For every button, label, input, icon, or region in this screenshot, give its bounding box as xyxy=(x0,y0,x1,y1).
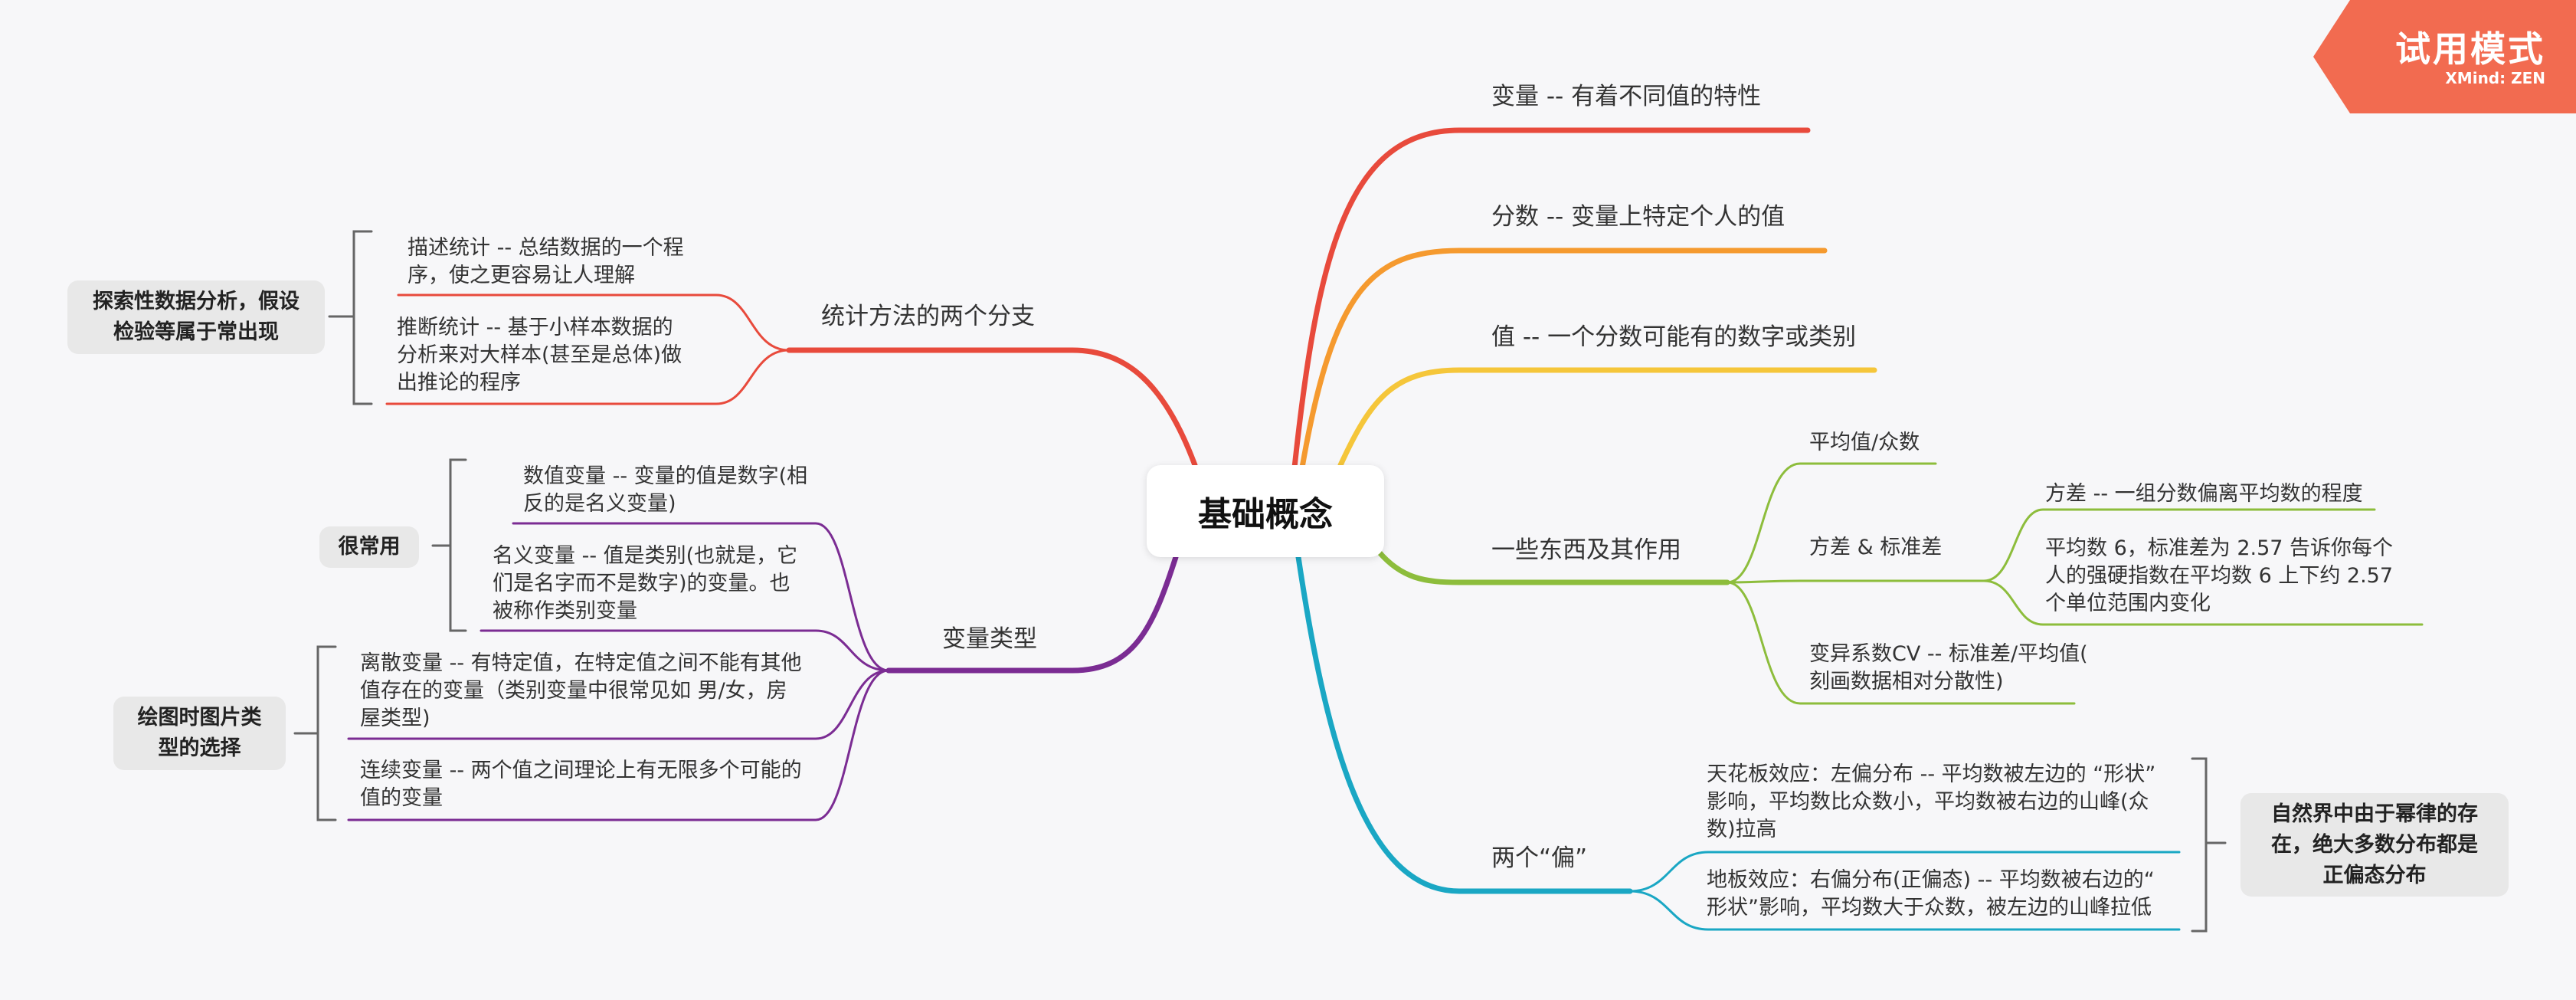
text-line: 值存在的变量（类别变量中很常见如 男/女，房 xyxy=(360,679,787,703)
text-line: 数值变量 -- 变量的值是数字(相 xyxy=(523,464,808,488)
topic-score[interactable]: 分数 -- 变量上特定个人的值 xyxy=(1491,203,1786,231)
text-line: 平均数 6，标准差为 2.57 告诉你每个 xyxy=(2045,536,2394,560)
text-line: 值的变量 xyxy=(360,786,443,810)
skew-bracket xyxy=(2191,757,2227,933)
link-some-things xyxy=(1376,549,1730,585)
text-line: 人的强硬指数在平均数 6 上下约 2.57 xyxy=(2045,564,2394,588)
plot-bracket xyxy=(293,645,337,821)
text-line: 被称作类别变量 xyxy=(493,599,637,623)
text-line: 离散变量 -- 有特定值，在特定值之间不能有其他 xyxy=(360,651,802,675)
link-variable-types xyxy=(885,554,1179,674)
text-line: 个单位范围内变化 xyxy=(2045,592,2211,615)
note-text: 自然界中由于幂律的存 在，绝大多数分布都是 正偏态分布 xyxy=(2271,802,2478,887)
text-line: 屋类型) xyxy=(360,707,430,730)
text-line: 们是名字而不是数字)的变量。也 xyxy=(493,572,790,595)
note-text: 绘图时图片类 型的选择 xyxy=(137,706,262,760)
text-line: 天花板效应：左偏分布 -- 平均数被左边的 “形状” xyxy=(1707,762,2156,786)
text-line: 刻画数据相对分散性) xyxy=(1809,670,2004,693)
note-text: 探索性数据分析，假设 检验等属于常出现 xyxy=(93,290,299,344)
stats-bracket xyxy=(328,230,373,405)
subtopic-variance-def[interactable]: 方差 -- 一组分数偏离平均数的程度 xyxy=(2045,482,2363,506)
common-bracket xyxy=(431,458,467,632)
note-exploratory[interactable]: 探索性数据分析，假设 检验等属于常出现 xyxy=(67,280,325,354)
note-positive-skew[interactable]: 自然界中由于幂律的存 在，绝大多数分布都是 正偏态分布 xyxy=(2240,793,2509,897)
text-line: 出推论的程序 xyxy=(397,371,521,395)
text-line: 数)拉高 xyxy=(1707,818,1777,841)
text-line: 地板效应：右偏分布(正偏态) -- 平均数被右边的“ xyxy=(1707,868,2155,892)
link-value xyxy=(1337,367,1877,468)
topic-value[interactable]: 值 -- 一个分数可能有的数字或类别 xyxy=(1491,323,1857,351)
topic-stats-methods[interactable]: 统计方法的两个分支 xyxy=(821,303,1035,330)
text-line: 连续变量 -- 两个值之间理论上有无限多个可能的 xyxy=(360,759,802,782)
subtopic-variance-sd[interactable]: 方差 & 标准差 xyxy=(1809,536,1943,559)
topic-skew[interactable]: 两个“偏” xyxy=(1491,844,1588,872)
link-skew xyxy=(1295,554,1633,894)
text-line: 序，使之更容易让人理解 xyxy=(408,264,635,287)
link-stats-methods xyxy=(786,347,1198,468)
text-line: 分析来对大样本(甚至是总体)做 xyxy=(397,343,682,367)
text-line: 推断统计 -- 基于小样本数据的 xyxy=(397,316,673,339)
text-line: 变异系数CV -- 标准差/平均值( xyxy=(1809,642,2088,666)
topic-variable[interactable]: 变量 -- 有着不同值的特性 xyxy=(1491,83,1762,110)
subtopic-mean-mode[interactable]: 平均值/众数 xyxy=(1809,431,1920,454)
xmind-brand: XMind: ZEN xyxy=(2445,69,2545,87)
text-line: 形状”影响，平均数大于众数，被左边的山峰拉低 xyxy=(1707,896,2152,920)
trial-mode-title: 试用模式 xyxy=(2395,28,2545,70)
topic-some-things[interactable]: 一些东西及其作用 xyxy=(1491,536,1681,564)
text-line: 描述统计 -- 总结数据的一个程 xyxy=(408,236,684,260)
text-line: 反的是名义变量) xyxy=(523,492,676,516)
note-text: 很常用 xyxy=(338,535,401,559)
note-common[interactable]: 很常用 xyxy=(319,526,419,568)
central-topic[interactable]: 基础概念 xyxy=(1147,465,1384,557)
link-score xyxy=(1299,248,1828,470)
text-line: 影响，平均数比众数小，平均数被右边的山峰(众 xyxy=(1707,790,2149,814)
topic-variable-types[interactable]: 变量类型 xyxy=(942,625,1037,653)
note-plot-choice[interactable]: 绘图时图片类 型的选择 xyxy=(113,697,286,770)
text-line: 名义变量 -- 值是类别(也就是，它 xyxy=(493,544,798,568)
link-variable xyxy=(1291,127,1811,470)
trial-mode-badge[interactable]: 试用模式 XMind: ZEN xyxy=(2313,0,2576,113)
